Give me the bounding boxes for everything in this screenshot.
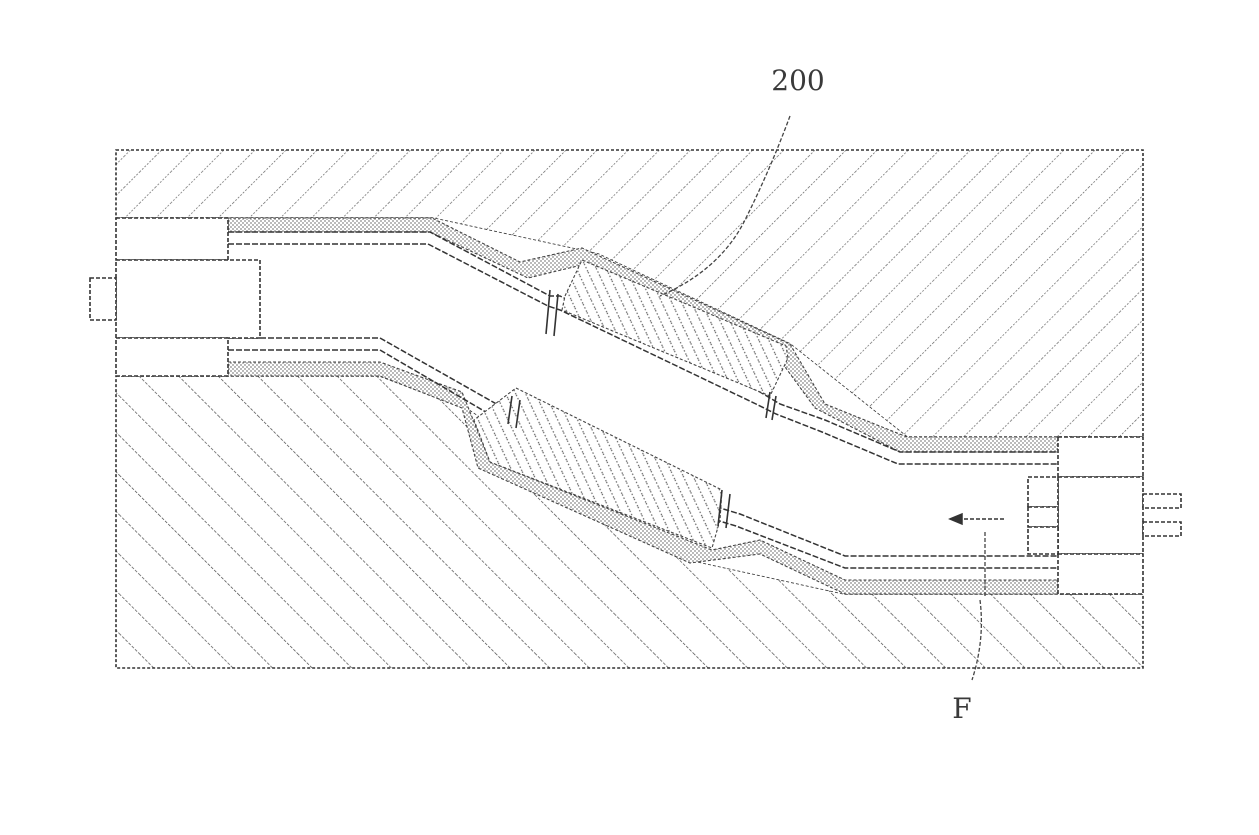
part-number-label: 200 bbox=[771, 64, 824, 97]
flow-label: F bbox=[952, 692, 971, 725]
